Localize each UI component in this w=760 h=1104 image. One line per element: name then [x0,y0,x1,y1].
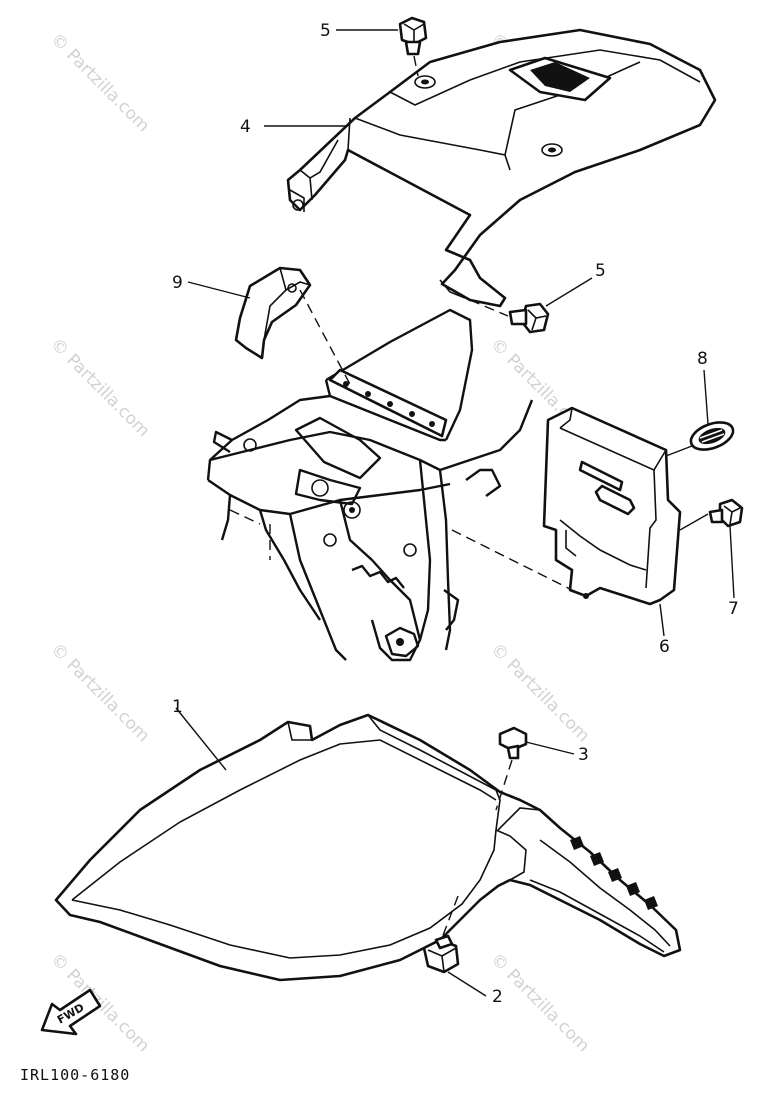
part-7-screw[interactable] [708,498,744,528]
watermark-text: © Partzilla.com [46,639,153,746]
diagram-reference-code: IRL100-6180 [20,1066,130,1084]
part-2-nut[interactable] [422,934,460,974]
leader-8 [703,369,709,425]
part-4-rear-cover[interactable] [286,28,717,308]
leader-1 [175,707,227,771]
callout-2: 2 [492,987,503,1007]
part-6-side-cover[interactable] [542,406,682,606]
leader-6-attach [665,445,709,531]
watermark-text: © Partzilla.com [46,334,153,441]
leader-dash-5-top [413,55,419,77]
callout-7: 7 [728,599,739,619]
frame-assembly [206,308,534,662]
fwd-direction-arrow: FWD [40,988,102,1036]
callout-3: 3 [578,745,589,765]
watermark-text: © Partzilla.com [46,949,153,1056]
callout-labels: 5 4 5 9 8 7 6 1 3 2 [172,21,739,1007]
leader-5-side [545,277,593,307]
leader-9 [187,281,251,299]
watermark-text: © Partzilla.com [46,29,153,136]
callout-8: 8 [697,349,708,369]
leader-dash-2 [441,895,459,939]
leader-dash-9 [299,289,353,389]
leader-3 [525,741,575,755]
callout-5-side: 5 [595,261,606,281]
part-3-bolt[interactable] [498,726,528,760]
leader-lines [175,29,735,997]
watermark-text: © Partzilla.com [486,639,593,746]
part-1-front-fender[interactable] [54,713,682,982]
callout-4: 4 [240,117,251,137]
leader-dash-3 [495,759,513,811]
part-5-bolt-top[interactable] [398,16,428,56]
leader-2 [447,971,487,997]
callout-6: 6 [659,637,670,657]
callout-5-top: 5 [320,21,331,41]
leader-6 [659,603,665,637]
part-5-bolt-side[interactable] [508,302,550,334]
leader-7 [729,525,735,599]
part-9-bracket[interactable] [234,266,312,360]
leader-dash-5-side [469,299,509,317]
callout-1: 1 [172,697,183,717]
leader-dash-6 [451,529,581,595]
callout-9: 9 [172,273,183,293]
part-8-grommet[interactable] [687,417,737,455]
